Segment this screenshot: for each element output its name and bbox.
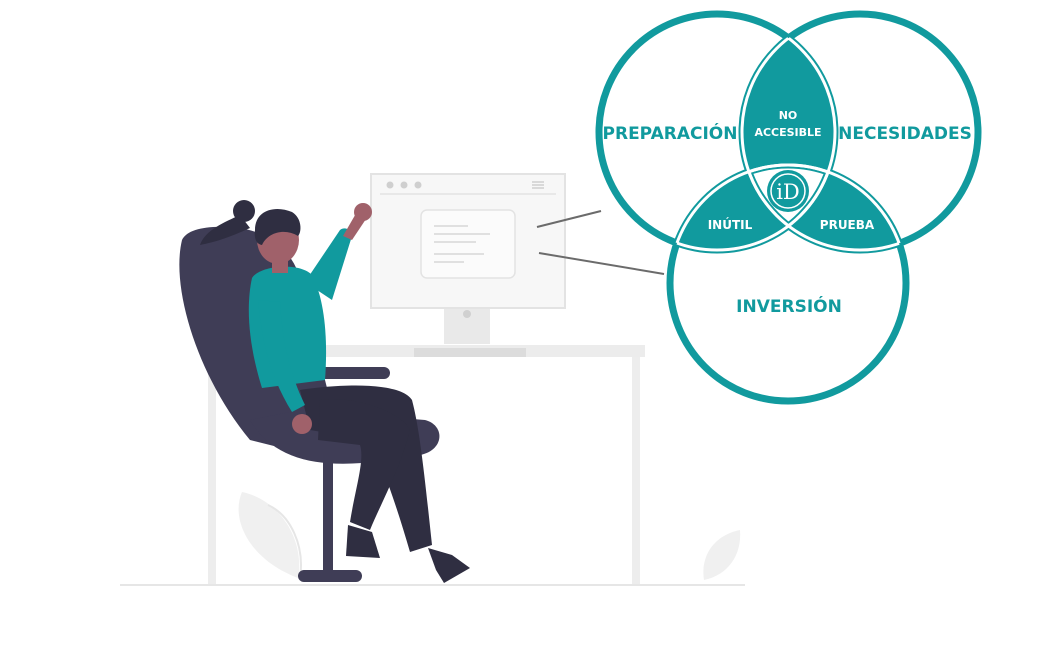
label-inversion: INVERSIÓN [736, 295, 842, 317]
plant-right-leaf [703, 530, 741, 580]
keyboard [414, 348, 526, 357]
label-inutil: INÚTIL [708, 217, 753, 232]
chair-post [323, 460, 333, 572]
monitor [370, 173, 566, 344]
person-forearm-raised [343, 210, 368, 240]
label-prueba: PRUEBA [820, 218, 875, 232]
connector-line-top [536, 210, 602, 228]
label-accesible: ACCESIBLE [754, 126, 821, 139]
window-dot-1 [386, 181, 394, 189]
person-arm-lower [258, 300, 305, 412]
center-logo-text: iD [776, 180, 800, 204]
person-shoe-1 [346, 525, 380, 558]
plant-left-leaf [238, 492, 300, 578]
label-necesidades: NECESIDADES [838, 124, 972, 144]
chair-base [298, 570, 362, 582]
plant-left-leaf-2 [267, 504, 302, 579]
desk-leg-right [632, 357, 640, 584]
person [200, 200, 470, 583]
intersection-prueba [742, 165, 906, 250]
person-hair [254, 209, 301, 245]
monitor-stand-dot [463, 310, 471, 318]
venn-diagram: iD PREPARACIÓN NECESIDADES INVERSIÓN NO … [595, 10, 982, 405]
intersection-inutil [670, 165, 835, 250]
center-logo-icon: iD [767, 170, 809, 212]
person-leg-front [318, 399, 410, 530]
window-dot-2 [400, 181, 408, 189]
window-dot-3 [414, 181, 422, 189]
person-ponytail [200, 215, 250, 245]
connector-line-bottom [538, 252, 665, 275]
person-arm-raised [305, 228, 352, 300]
desk-leg-left [208, 357, 216, 584]
label-preparacion: PREPARACIÓN [603, 122, 738, 144]
person-shoe-2 [428, 548, 470, 583]
label-no: NO [779, 109, 798, 122]
window-card [420, 209, 516, 279]
person-hand-lower [292, 414, 312, 434]
